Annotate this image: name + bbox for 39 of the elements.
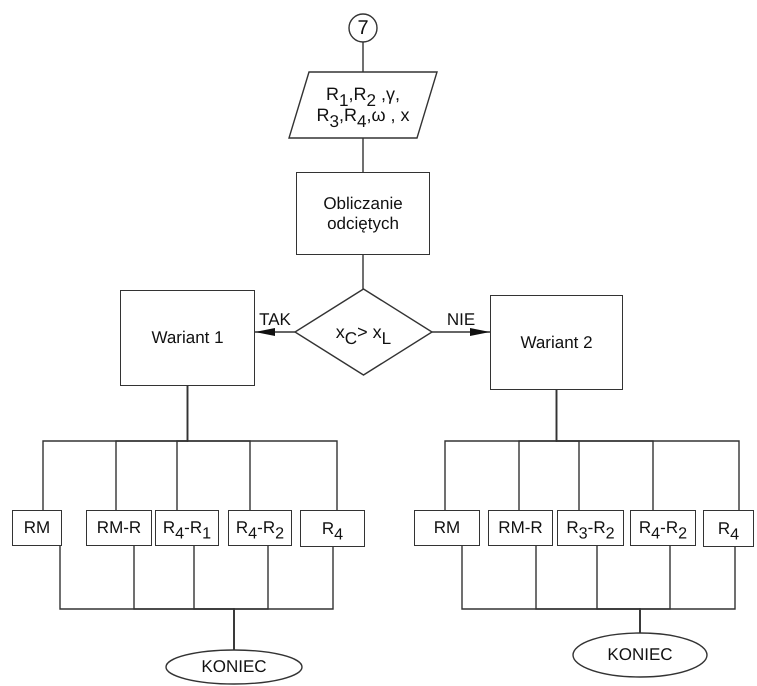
edge-label: NIE — [446, 311, 476, 328]
edge-label: TAK — [258, 311, 292, 328]
process-box — [296, 172, 430, 255]
result-box — [630, 510, 696, 546]
node-label: RM — [432, 518, 462, 538]
arrow — [432, 328, 490, 336]
result-box — [228, 510, 292, 546]
connector-line — [362, 42, 364, 72]
input-parallelogram — [289, 72, 437, 138]
result-box — [300, 510, 365, 547]
result-box — [86, 510, 152, 546]
terminator-ellipse — [573, 633, 707, 677]
node-label: Wariant 2 — [519, 332, 594, 352]
node-label: RM-R — [497, 518, 544, 538]
arrow — [255, 328, 295, 336]
node-label: Wariant 1 — [150, 328, 225, 348]
decision-diamond — [295, 289, 432, 375]
process-box — [120, 290, 255, 386]
result-box — [557, 510, 624, 546]
result-box — [12, 510, 62, 546]
process-box — [490, 295, 623, 390]
connector-line — [556, 390, 740, 510]
node-label: 7 — [356, 16, 370, 40]
connector-line — [362, 255, 364, 289]
result-box — [155, 510, 219, 546]
result-box — [414, 510, 480, 546]
connector-line — [639, 547, 736, 633]
result-box — [488, 510, 553, 546]
terminator-ellipse — [166, 650, 302, 684]
connector-line — [233, 547, 334, 650]
node-label: RM-R — [96, 518, 142, 538]
connector-circle — [349, 14, 377, 42]
result-box — [703, 510, 754, 547]
node-label: Obliczanie odciętych — [322, 194, 404, 234]
node-label: RM — [22, 518, 52, 538]
node-label: KONIEC — [606, 645, 674, 665]
connector-line — [186, 386, 338, 510]
connector-line — [362, 138, 364, 172]
node-label: KONIEC — [200, 657, 268, 677]
